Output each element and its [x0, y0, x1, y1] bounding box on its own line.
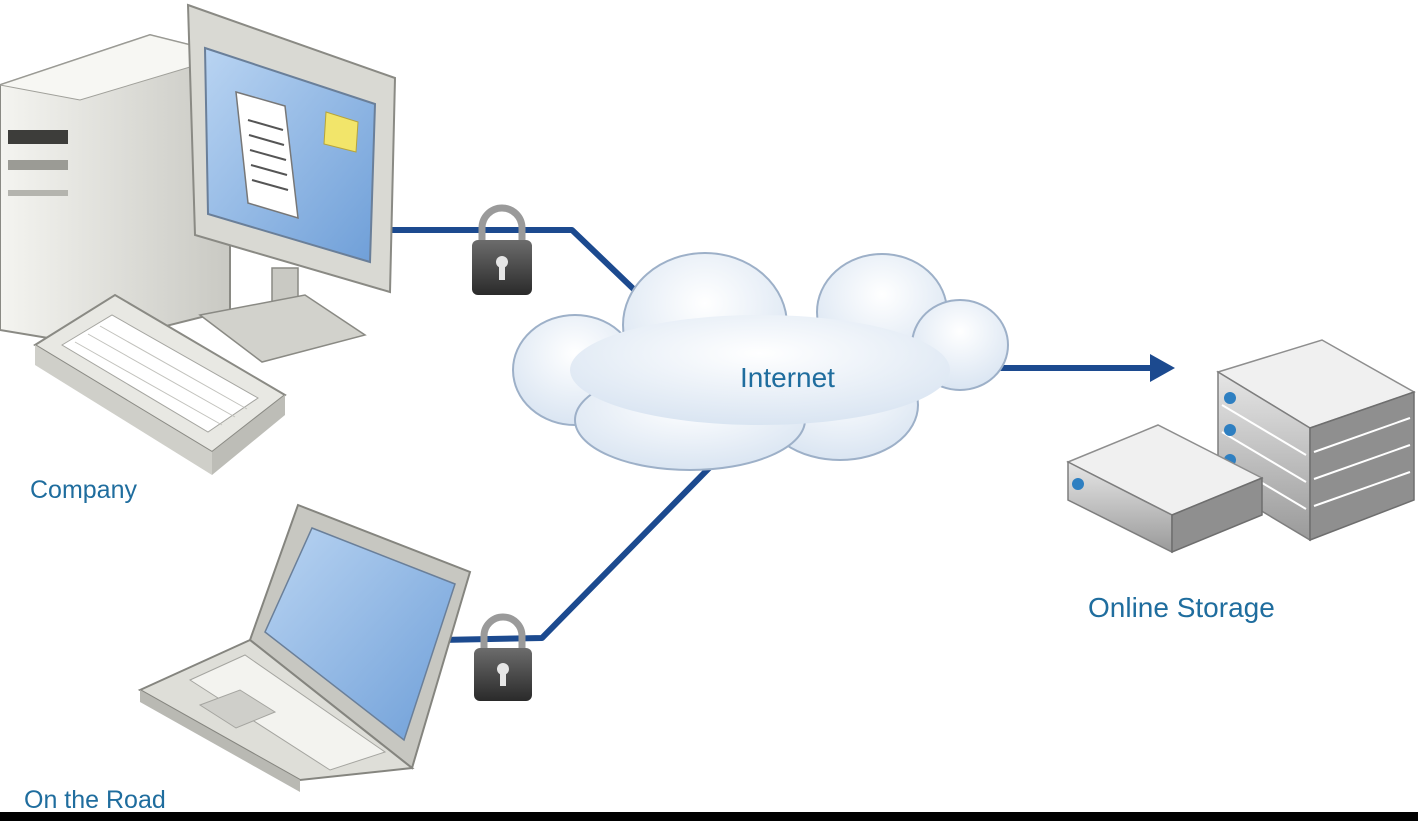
- road-to-internet-link: [439, 459, 718, 643]
- padlock-road-icon: [474, 613, 532, 701]
- padlock-company-icon: [472, 204, 532, 295]
- company-label: Company: [30, 476, 137, 504]
- internet-label: Internet: [740, 362, 835, 393]
- storage-servers-icon: [1066, 339, 1416, 554]
- connection-lines: [388, 227, 1150, 643]
- on-the-road-label: On the Road: [24, 786, 166, 814]
- laptop-icon: [137, 503, 472, 792]
- desktop-computer-icon: [0, 3, 397, 475]
- online-storage-label: Online Storage: [1088, 592, 1275, 623]
- bottom-black-bar: [0, 812, 1418, 821]
- arrow-head-icon: [1150, 354, 1175, 382]
- company-to-internet-link: [388, 227, 648, 303]
